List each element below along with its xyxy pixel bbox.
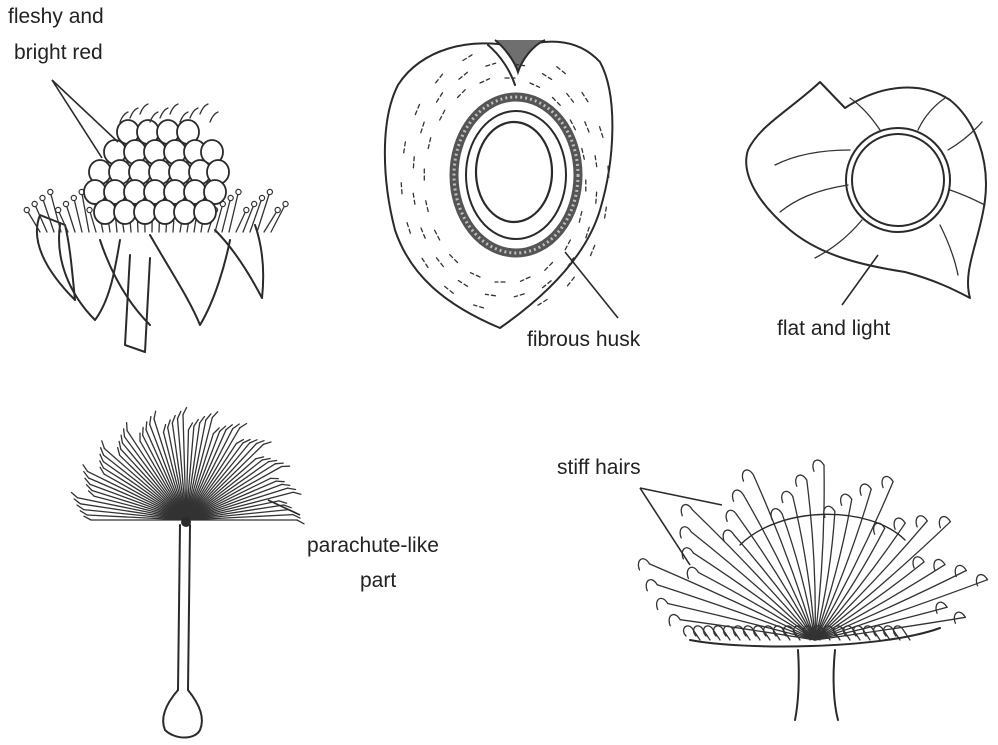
- label-fleshy-line2: bright red: [14, 40, 103, 66]
- label-parachute-line2: part: [360, 568, 396, 594]
- fleshy-fruit-drawing: [24, 80, 288, 352]
- fibrous-husk-drawing: [385, 40, 618, 328]
- winged-seed-drawing: [746, 82, 986, 305]
- label-stiff-hairs: stiff hairs: [557, 455, 641, 481]
- label-flat-and-light: flat and light: [777, 316, 890, 342]
- parachute-seed-drawing: [71, 408, 304, 738]
- hooked-fruit-drawing: [638, 460, 987, 720]
- label-parachute-line1: parachute-like: [307, 533, 439, 559]
- label-fleshy-line1: fleshy and: [8, 4, 104, 30]
- label-fibrous-husk: fibrous husk: [527, 327, 640, 353]
